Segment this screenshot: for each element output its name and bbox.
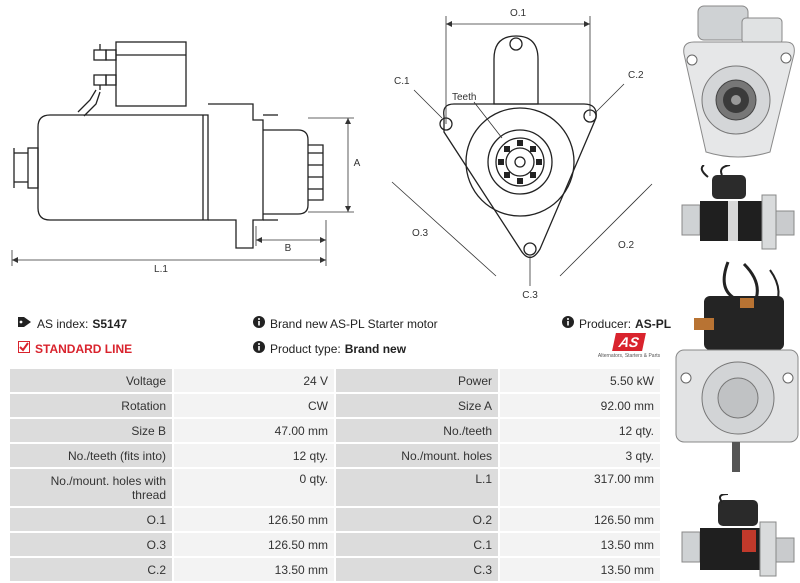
spec-label: C.1 <box>336 533 500 558</box>
info-icon <box>253 316 265 331</box>
spec-label: Rotation <box>10 394 174 419</box>
spec-value: 13.50 mm <box>500 533 662 558</box>
spec-label: O.2 <box>336 508 500 533</box>
product-photo-front[interactable] <box>678 2 798 162</box>
table-row: No./mount. holes with thread 0 qty. L.1 … <box>10 469 662 508</box>
table-row: O.1 126.50 mm O.2 126.50 mm <box>10 508 662 533</box>
spec-value: 3 qty. <box>500 444 662 469</box>
dim-label-l1: L.1 <box>154 264 168 275</box>
spec-value: 0 qty. <box>174 469 336 508</box>
spec-label: C.3 <box>336 558 500 583</box>
as-index-label: AS index: <box>37 316 89 331</box>
dim-label-a: A <box>354 158 361 169</box>
product-photo-angle[interactable] <box>678 494 798 578</box>
product-photo-side[interactable] <box>678 165 798 255</box>
spec-value: 92.00 mm <box>500 394 662 419</box>
spec-value: 126.50 mm <box>500 508 662 533</box>
dim-label-o2: O.2 <box>618 240 635 251</box>
spec-label: Size B <box>10 419 174 444</box>
dim-label-c3: C.3 <box>522 290 538 301</box>
spec-label: Voltage <box>10 369 174 394</box>
dim-label-b: B <box>285 243 292 254</box>
checkbox-check-icon <box>18 341 30 356</box>
spec-label: L.1 <box>336 469 500 508</box>
logo-tagline: Alternators, Starters & Parts <box>597 353 661 359</box>
producer-label: Producer: <box>579 316 632 331</box>
spec-label: No./teeth <box>336 419 500 444</box>
table-row: No./teeth (fits into) 12 qty. No./mount.… <box>10 444 662 469</box>
dim-label-c2: C.2 <box>628 70 644 81</box>
table-row: O.3 126.50 mm C.1 13.50 mm <box>10 533 662 558</box>
spec-value: 317.00 mm <box>500 469 662 508</box>
dim-label-c1: C.1 <box>394 76 410 87</box>
side-view-drawing: L.1 B A <box>11 41 361 275</box>
dim-label-o3: O.3 <box>412 228 429 239</box>
product-photo-rear[interactable] <box>674 258 800 498</box>
product-type-value: Brand new <box>344 341 407 356</box>
logo-mark: AS <box>612 333 646 351</box>
spec-value: 12 qty. <box>174 444 336 469</box>
info-icon <box>253 341 265 356</box>
spec-value: 12 qty. <box>500 419 662 444</box>
product-type-label: Product type: <box>270 341 341 356</box>
label-teeth: Teeth <box>452 92 476 103</box>
producer-value: AS-PL <box>635 316 672 331</box>
as-index-value: S5147 <box>92 316 128 331</box>
spec-label: Power <box>336 369 500 394</box>
spec-value: 13.50 mm <box>500 558 662 583</box>
spec-value: 13.50 mm <box>174 558 336 583</box>
standard-line: STANDARD LINE <box>18 341 132 356</box>
spec-label: No./mount. holes with thread <box>10 469 174 508</box>
spec-value: 5.50 kW <box>500 369 662 394</box>
info-icon <box>562 316 574 331</box>
producer: Producer: AS-PL <box>562 316 671 331</box>
spec-value: 126.50 mm <box>174 508 336 533</box>
table-row: Size B 47.00 mm No./teeth 12 qty. <box>10 419 662 444</box>
standard-line-text: STANDARD LINE <box>35 341 133 356</box>
table-row: Voltage 24 V Power 5.50 kW <box>10 369 662 394</box>
spec-value: 126.50 mm <box>174 533 336 558</box>
description-text: Brand new AS-PL Starter motor <box>270 316 438 331</box>
dim-label-o1: O.1 <box>510 8 527 19</box>
product-type: Product type: Brand new <box>253 341 406 356</box>
as-pl-logo: AS Alternators, Starters & Parts <box>596 333 662 363</box>
spec-value: 24 V <box>174 369 336 394</box>
spec-label: O.1 <box>10 508 174 533</box>
front-view-drawing: O.1 C.1 C.2 Teeth O.3 O.2 C.3 <box>391 8 653 301</box>
spec-label: No./mount. holes <box>336 444 500 469</box>
specs-table: Voltage 24 V Power 5.50 kW Rotation CW S… <box>10 369 662 583</box>
spec-label: C.2 <box>10 558 174 583</box>
product-description: Brand new AS-PL Starter motor <box>253 316 438 331</box>
tag-icon <box>18 316 32 331</box>
spec-label: No./teeth (fits into) <box>10 444 174 469</box>
spec-value: 47.00 mm <box>174 419 336 444</box>
spec-label: Size A <box>336 394 500 419</box>
table-row: Rotation CW Size A 92.00 mm <box>10 394 662 419</box>
spec-label: O.3 <box>10 533 174 558</box>
table-row: C.2 13.50 mm C.3 13.50 mm <box>10 558 662 583</box>
spec-value: CW <box>174 394 336 419</box>
as-index: AS index: S5147 <box>18 316 127 331</box>
